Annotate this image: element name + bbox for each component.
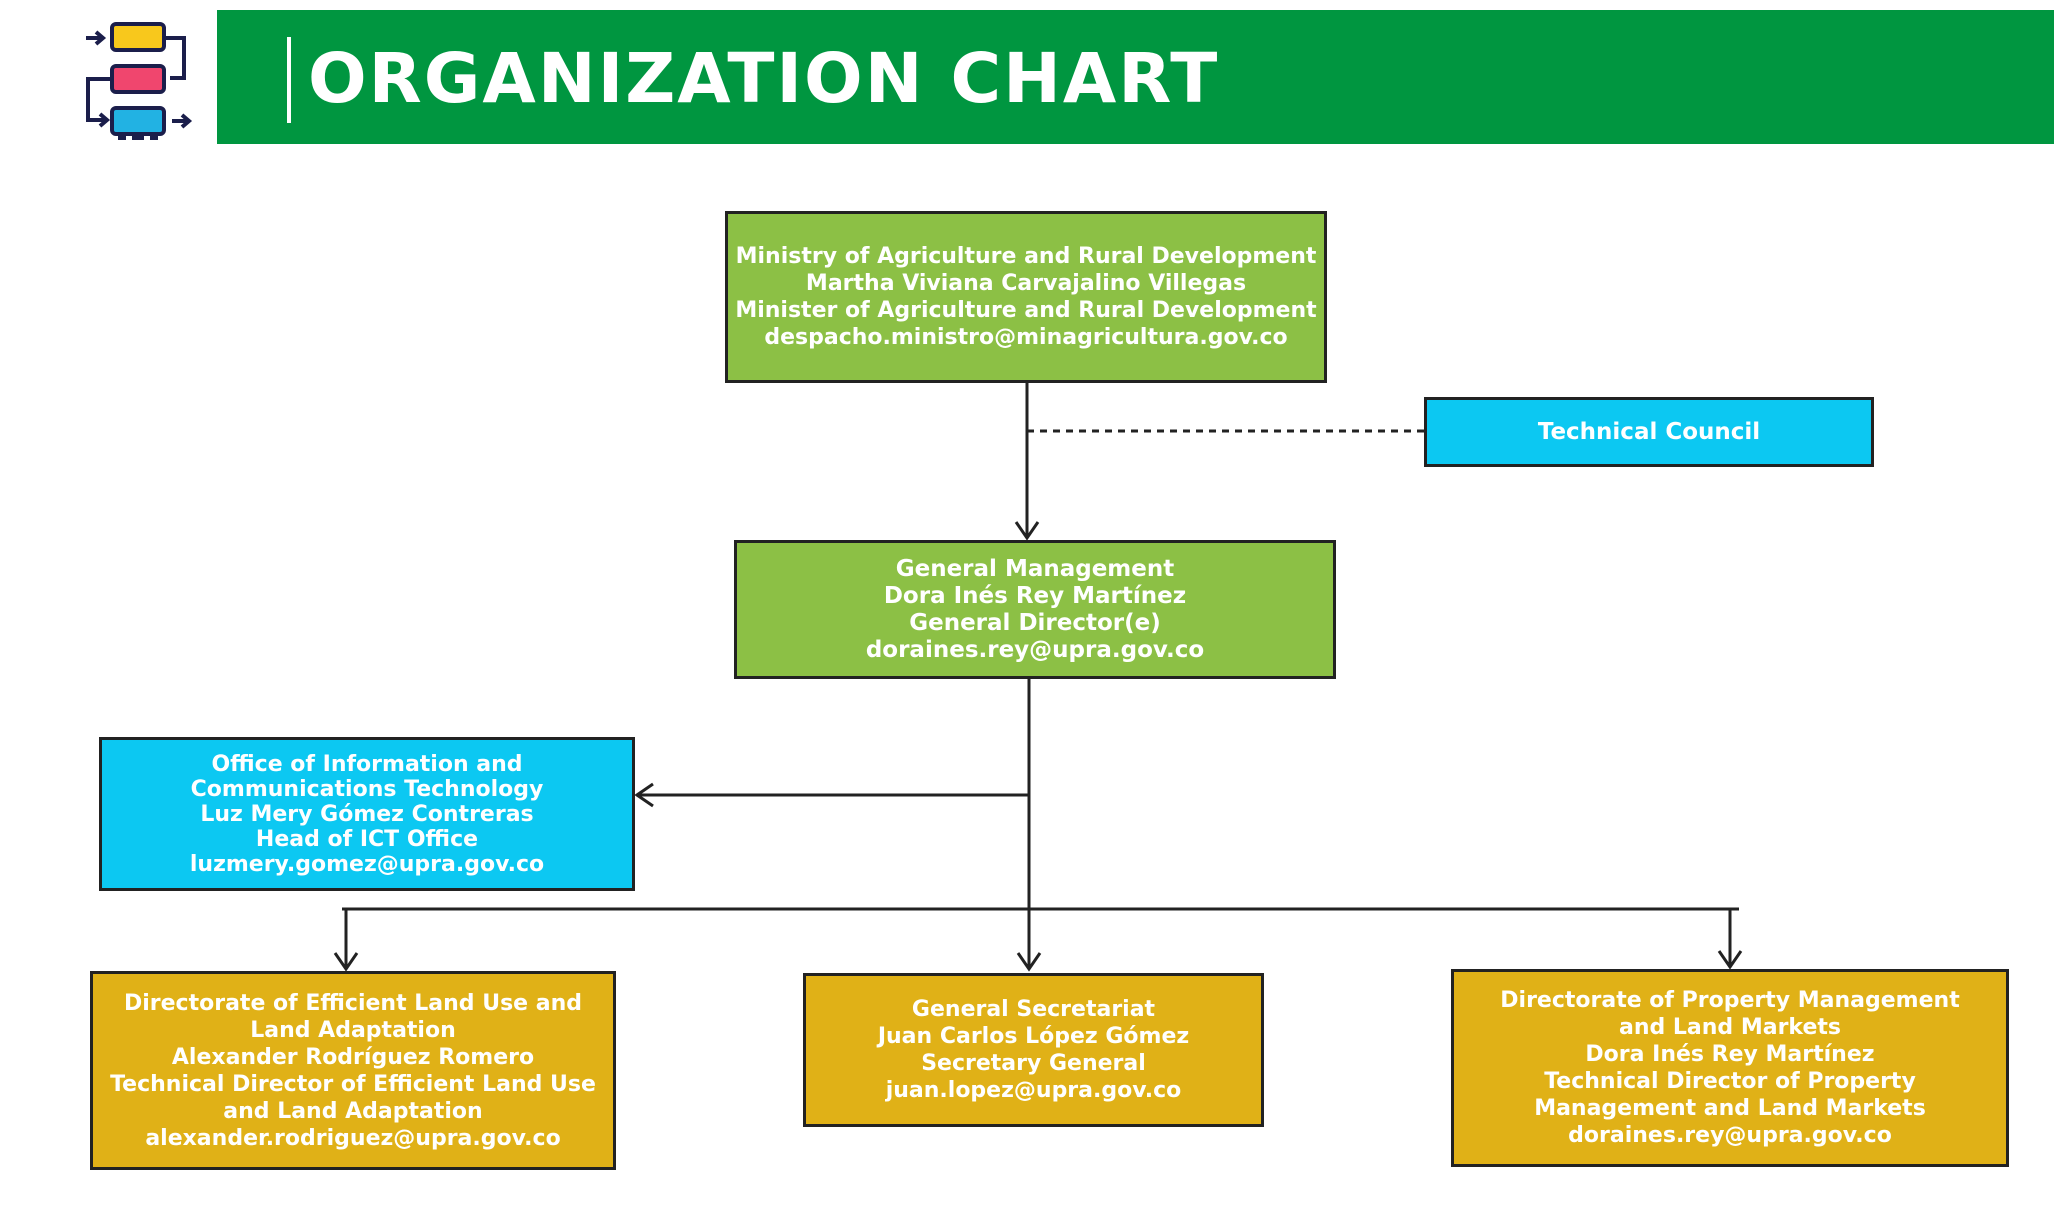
ict-email: luzmery.gomez@upra.gov.co [189, 851, 545, 877]
technical-council-label: Technical Council [1537, 418, 1761, 445]
land-use-unit-line-2: Land Adaptation [250, 1017, 456, 1043]
secretariat-unit: General Secretariat [911, 997, 1156, 1022]
property-management-directorate-box: Directorate of Property Management and L… [1451, 969, 2009, 1167]
land-use-arrowhead [333, 952, 359, 972]
land-use-title-line-1: Technical Director of Efficient Land Use [110, 1071, 596, 1097]
property-unit-line-1: Directorate of Property Management [1500, 988, 1960, 1013]
property-title-line-1: Technical Director of Property [1544, 1069, 1916, 1094]
ict-office-box: Office of Information and Communications… [99, 737, 635, 891]
page-title: ORGANIZATION CHART [308, 39, 1220, 119]
header-bar [217, 10, 2054, 144]
ict-arrowhead [634, 782, 654, 808]
ict-person: Luz Mery Gómez Contreras [200, 801, 534, 827]
ict-title: Head of ICT Office [255, 826, 479, 852]
land-use-unit-line-1: Directorate of Efficient Land Use and [123, 990, 582, 1016]
org-chart-flow-icon [86, 22, 193, 140]
ministry-box: Ministry of Agriculture and Rural Develo… [725, 211, 1327, 383]
land-use-email: alexander.rodriguez@upra.gov.co [145, 1125, 561, 1151]
gm-email: doraines.rey@upra.gov.co [865, 636, 1205, 663]
general-secretariat-box: General Secretariat Juan Carlos López Gó… [803, 973, 1264, 1127]
minister-title: Minister of Agriculture and Rural Develo… [735, 298, 1317, 323]
land-use-person: Alexander Rodríguez Romero [171, 1044, 535, 1070]
gm-title: General Director(e) [909, 609, 1161, 636]
property-title-line-2: Management and Land Markets [1534, 1096, 1926, 1121]
gm-person: Dora Inés Rey Martínez [883, 582, 1187, 609]
secretariat-title: Secretary General [921, 1051, 1146, 1076]
property-person: Dora Inés Rey Martínez [1585, 1042, 1875, 1067]
property-email: doraines.rey@upra.gov.co [1568, 1123, 1892, 1148]
property-arrowhead [1717, 950, 1743, 970]
land-use-title-line-2: and Land Adaptation [223, 1098, 483, 1124]
trunk-arrowhead [1016, 952, 1042, 972]
minister-name: Martha Viviana Carvajalino Villegas [805, 271, 1247, 296]
technical-council-box: Technical Council [1424, 397, 1874, 467]
secretariat-email: juan.lopez@upra.gov.co [885, 1078, 1182, 1103]
gm-unit: General Management [895, 555, 1175, 582]
header-divider [287, 37, 291, 123]
property-unit-line-2: and Land Markets [1618, 1015, 1841, 1040]
minister-email: despacho.ministro@minagricultura.gov.co [764, 325, 1288, 350]
ministry-name: Ministry of Agriculture and Rural Develo… [735, 244, 1317, 269]
ict-unit-line-2: Communications Technology [190, 776, 544, 802]
ministry-to-gm-arrowhead [1014, 521, 1040, 541]
secretariat-person: Juan Carlos López Gómez [877, 1024, 1190, 1049]
ict-unit-line-1: Office of Information and [211, 751, 523, 777]
general-management-box: General Management Dora Inés Rey Martíne… [734, 540, 1336, 679]
land-use-directorate-box: Directorate of Efficient Land Use and La… [90, 971, 616, 1170]
